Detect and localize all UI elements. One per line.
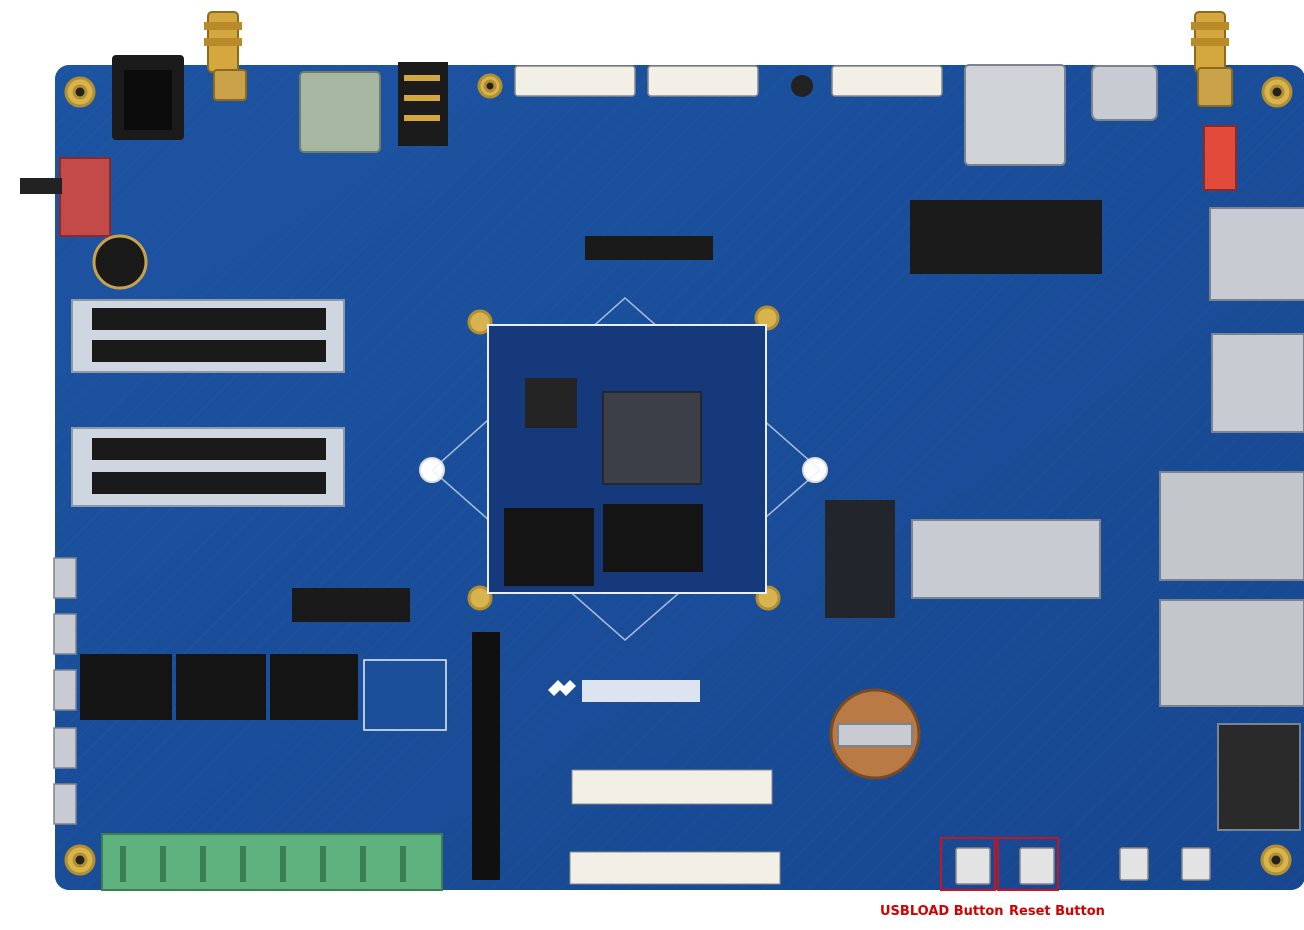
sim-holder (911, 519, 1101, 599)
gpio-header-vertical (472, 632, 500, 880)
audio-jack (398, 62, 448, 146)
fpc-connectors (514, 65, 943, 97)
m2-slot (910, 200, 1102, 274)
hdmi-port (1217, 723, 1301, 831)
power-switch (59, 157, 111, 237)
mounting-holes (64, 73, 1293, 876)
usb2-port (1211, 333, 1304, 433)
ethernet-port-2 (1159, 599, 1304, 707)
reset-highlight-box (997, 837, 1059, 891)
isolation-modules (80, 654, 358, 720)
uart-module (363, 659, 447, 731)
tf-card-slot (964, 64, 1066, 166)
lcd-connector (569, 851, 781, 885)
mipi-header (585, 236, 713, 260)
ethernet-port-1 (1159, 471, 1304, 581)
pcie-slots (71, 299, 345, 507)
usbload-highlight-box (940, 837, 996, 891)
soc-chip (602, 391, 702, 485)
boot-dip-switch (1203, 125, 1237, 191)
io-header (571, 769, 773, 805)
terminal-block (101, 833, 443, 891)
electrolytic-capacitor (92, 234, 148, 290)
mipi-dsi-connector (825, 500, 895, 618)
memory-chip-2 (603, 504, 703, 572)
memory-chip-1 (504, 508, 594, 586)
side-keys (53, 557, 77, 825)
reset-button-label: Reset Button (1009, 904, 1105, 919)
pmic-chip (525, 378, 577, 428)
mounting-hole-center-right (802, 457, 828, 483)
jtag-header (292, 588, 410, 622)
usbload-button-label: USBLOAD Button (880, 904, 1004, 919)
sma-antenna-left (204, 11, 247, 101)
usb3-port (1209, 207, 1304, 301)
mounting-hole-top (791, 75, 813, 97)
wifi-module (299, 71, 381, 153)
bottom-keys (955, 847, 1211, 885)
sma-antenna-right (1191, 11, 1233, 107)
usb-c-port (1091, 65, 1158, 121)
